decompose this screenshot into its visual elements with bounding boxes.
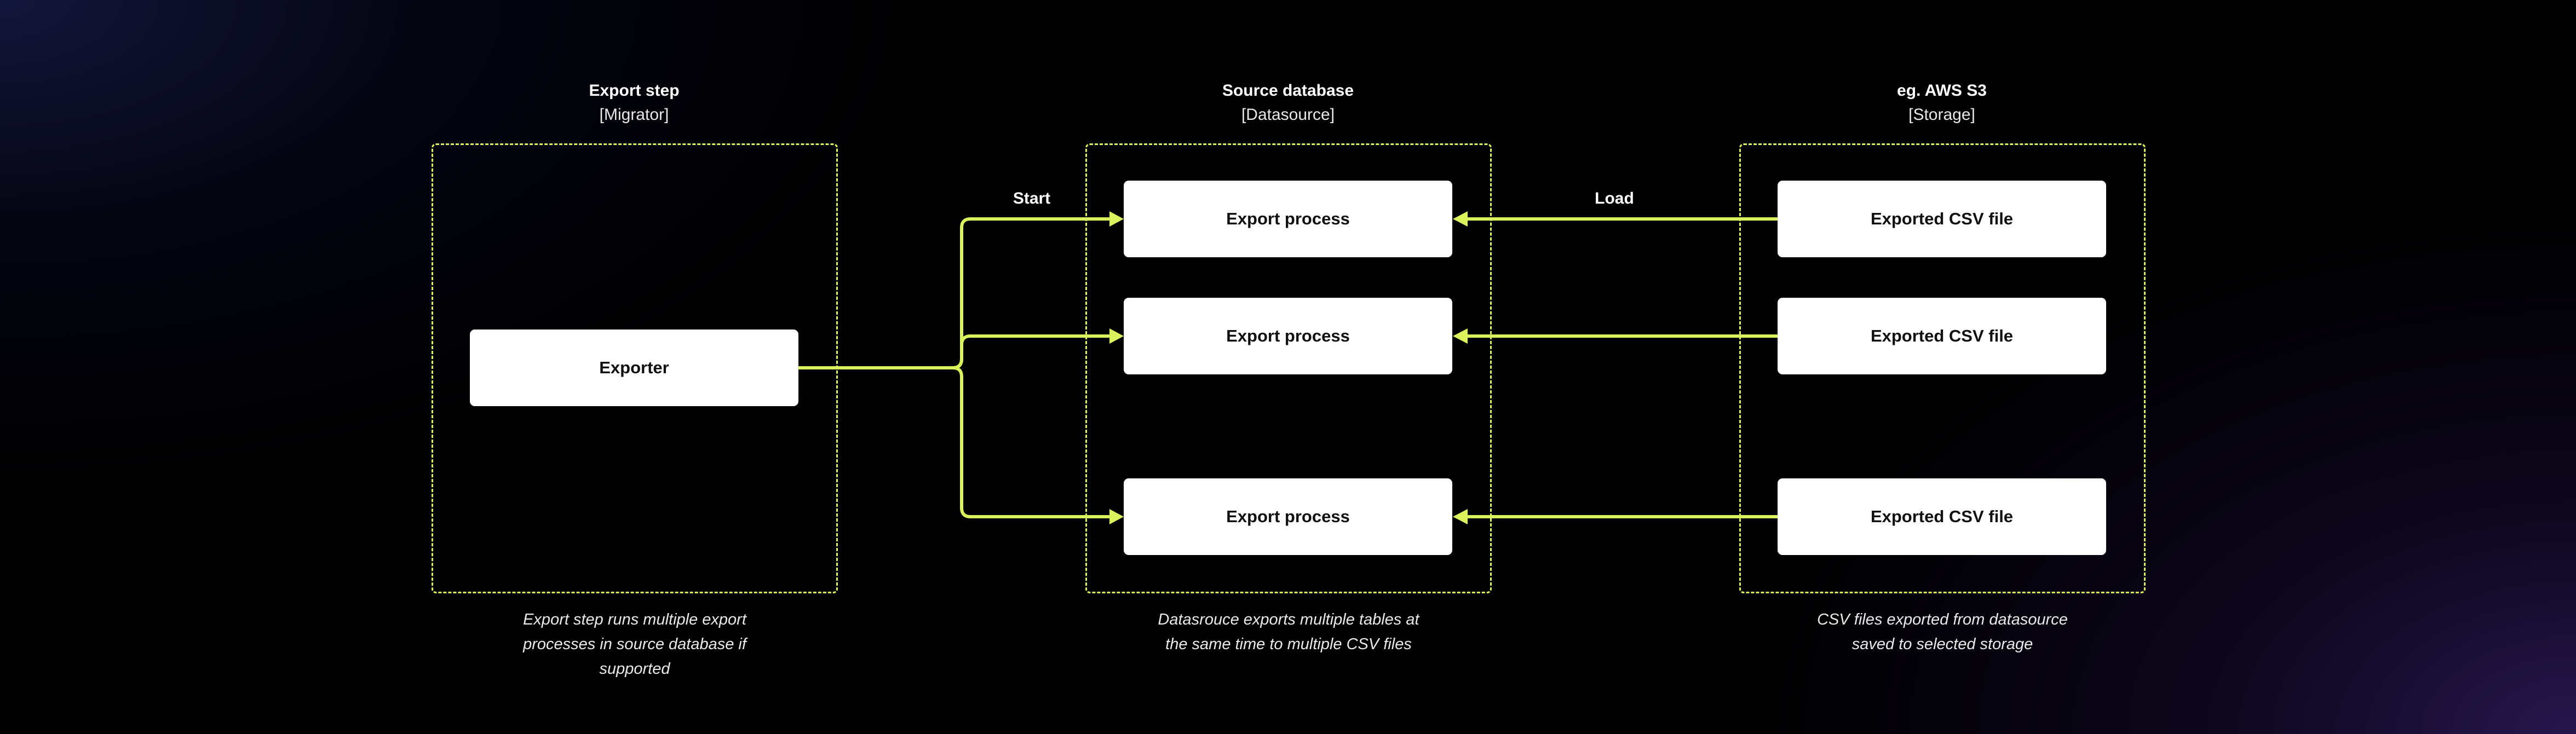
arrowhead-load-1 xyxy=(1453,211,1468,227)
group-box-export-step xyxy=(432,143,838,593)
edge-label-load: Load xyxy=(1595,189,1634,207)
caption-source-database: Datasrouce exports multiple tables at th… xyxy=(1158,611,1419,653)
group-header-storage: eg. AWS S3 [Storage] xyxy=(1739,79,2144,127)
exporter-to-process-3-connector xyxy=(951,366,1111,518)
export-process-node[interactable]: Export process xyxy=(1124,478,1452,555)
arrowhead-process-2 xyxy=(1109,328,1124,344)
exporter-trunk-connector xyxy=(797,217,1111,369)
exporter-to-process-2-connector xyxy=(951,334,1111,369)
group-box-storage xyxy=(1739,143,2146,593)
export-process-node[interactable]: Export process xyxy=(1124,181,1452,257)
csv-file-node[interactable]: Exported CSV file xyxy=(1778,478,2106,555)
csv-file-node[interactable]: Exported CSV file xyxy=(1778,298,2106,374)
exporter-node[interactable]: Exporter xyxy=(470,330,798,406)
arrowhead-process-1 xyxy=(1109,211,1124,227)
caption-storage: CSV files exported from datasource saved… xyxy=(1817,611,2068,653)
arrowhead-load-3 xyxy=(1453,509,1468,524)
export-process-node[interactable]: Export process xyxy=(1124,298,1452,374)
group-subtitle: [Migrator] xyxy=(599,106,669,124)
arrowhead-process-3 xyxy=(1109,509,1124,524)
group-title: eg. AWS S3 xyxy=(1897,82,1987,100)
group-subtitle: [Storage] xyxy=(1908,106,1975,124)
group-header-export-step: Export step [Migrator] xyxy=(432,79,837,127)
group-subtitle: [Datasource] xyxy=(1241,106,1335,124)
caption-export-step: Export step runs multiple export process… xyxy=(523,611,746,678)
edge-label-start: Start xyxy=(1013,189,1051,207)
group-box-source-database xyxy=(1085,143,1492,593)
arrowhead-load-2 xyxy=(1453,328,1468,344)
group-title: Export step xyxy=(589,82,680,100)
csv-file-node[interactable]: Exported CSV file xyxy=(1778,181,2106,257)
group-title: Source database xyxy=(1222,82,1354,100)
group-header-source-database: Source database [Datasource] xyxy=(1085,79,1491,127)
